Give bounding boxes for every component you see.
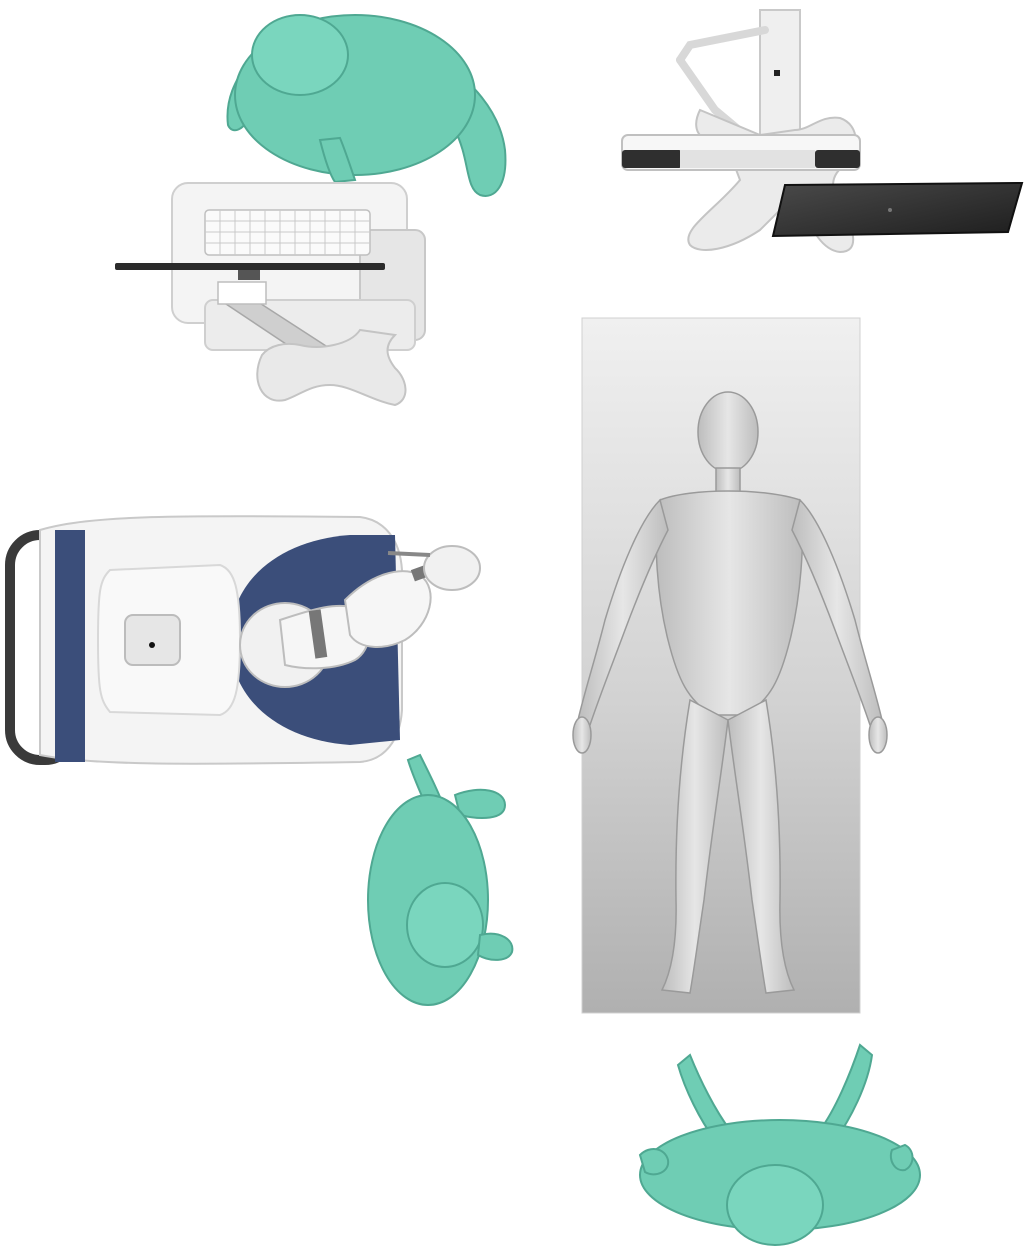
console-arm-block	[218, 282, 266, 304]
cart-tray-grip	[680, 150, 815, 168]
cart-tray-handle-left	[622, 150, 682, 168]
robot-instrument	[388, 553, 430, 555]
keyboard	[205, 210, 370, 255]
console-monitor-mount	[238, 270, 260, 280]
staff-figure-bottom	[640, 1045, 920, 1245]
cart-display-screen	[773, 183, 1022, 236]
patient-hand-right	[869, 717, 887, 753]
cart-tray-handle-right	[815, 150, 860, 168]
staff-figure-left	[368, 755, 512, 1005]
console-monitor	[115, 263, 385, 270]
staff-bottom-head	[727, 1165, 823, 1245]
cart-screen-indicator	[888, 208, 892, 212]
robot-port	[125, 615, 180, 665]
cart-arm-upper	[680, 30, 765, 60]
staff-top-head	[252, 15, 348, 95]
robot-blue-stripe	[55, 530, 85, 762]
patient-hand-left	[573, 717, 591, 753]
patient-table	[573, 318, 887, 1013]
staff-figure-top	[227, 15, 505, 196]
staff-left-head	[407, 883, 483, 967]
patient-neck	[716, 468, 740, 492]
robot-arm-wrist	[424, 546, 480, 590]
patient-head	[698, 392, 758, 472]
robot-port-hole	[149, 642, 155, 648]
operator-console	[115, 183, 425, 405]
staff-bottom-hand-left	[640, 1149, 668, 1174]
display-cart	[622, 10, 1022, 252]
surgical-robot	[10, 516, 480, 764]
cart-mast-sensor	[774, 70, 780, 76]
staff-left-hand	[478, 934, 512, 960]
staff-bottom-hand-right	[891, 1145, 913, 1170]
